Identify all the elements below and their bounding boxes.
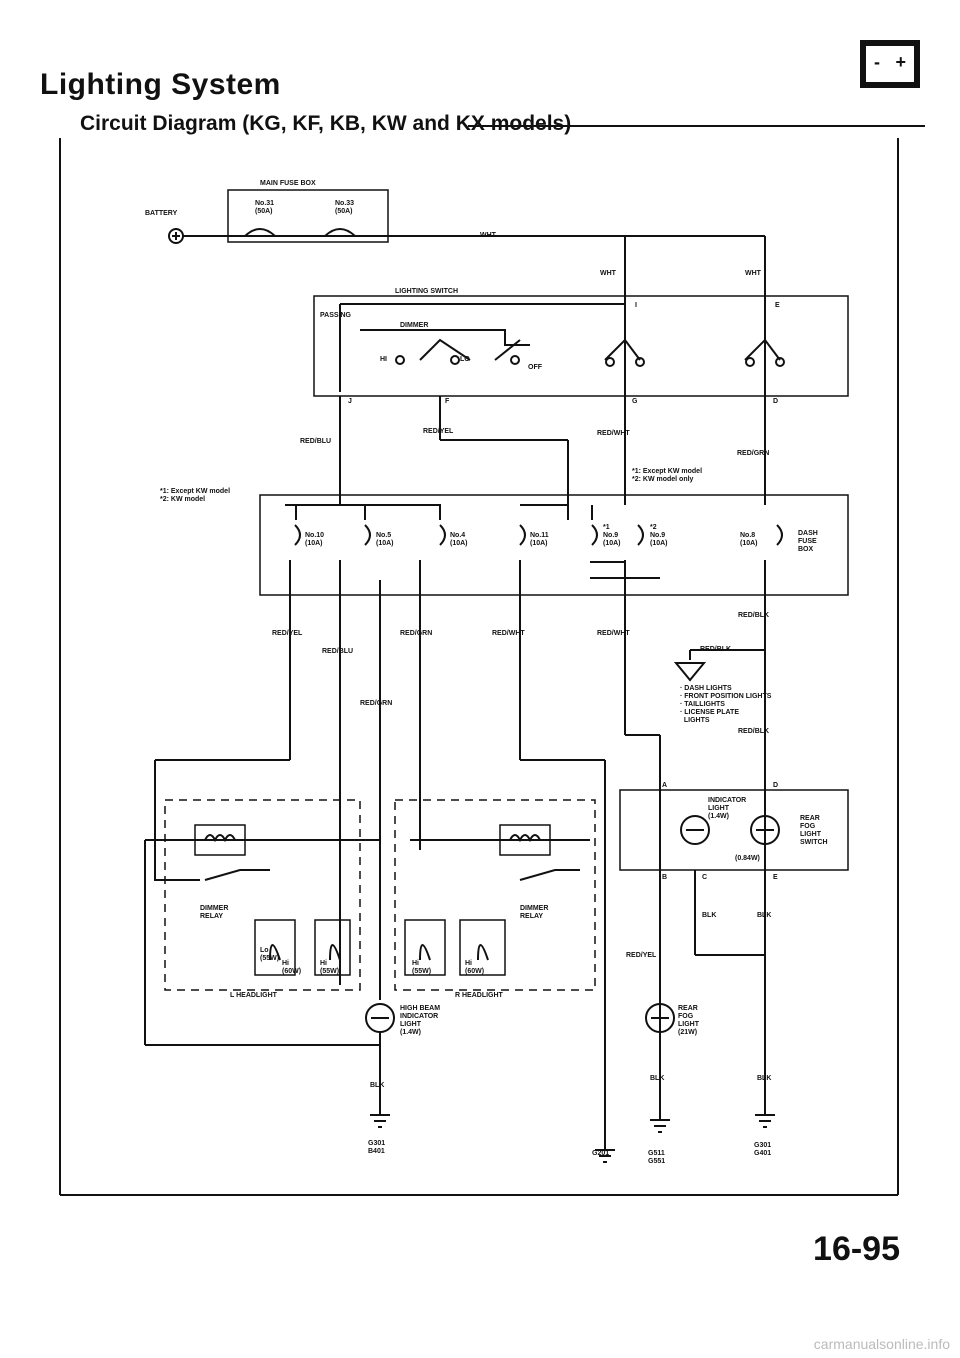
passing-label: PASSING [320,312,351,319]
red-yel-wire-label-3: RED/YEL [626,952,657,959]
fuse-10-label: No.10 (10A) [305,532,325,547]
r-hi-55-label: Hi (55W) [412,960,432,975]
fuse-9b-label: *2 No.9 (10A) [650,524,668,547]
red-yel-wire-label-2: RED/YEL [272,630,303,637]
ground-g511-label: G511 G551 [648,1150,666,1165]
hi-label: HI [380,356,387,363]
terminal-d-label: D [773,398,779,405]
fuse-31-label: No.31 (50A) [255,200,275,215]
page-number: 16-95 [813,1230,900,1268]
blk-wire-label-1: BLK [702,912,717,919]
r-headlight-label: R HEADLIGHT [455,992,503,999]
footer-watermark: carmanualsonline.info [813,1336,950,1352]
rear-fog-light-label: REAR FOG LIGHT (21W) [678,1005,699,1036]
ground-g201-label: G201 [592,1150,610,1157]
red-grn-wire-label-3: RED/GRN [360,700,393,707]
fuse-9a-label: *1 No.9 (10A) [603,524,621,547]
high-beam-indicator-label: HIGH BEAM INDICATOR LIGHT (1.4W) [400,1005,441,1036]
blk-wire-label-4: BLK [650,1075,665,1082]
red-wht-wire-label-3: RED/WHT [597,630,630,637]
terminal-g-label: G [632,398,638,405]
red-wht-wire-label-2: RED/WHT [492,630,525,637]
l-hi-60-label: Hi (60W) [282,960,302,975]
terminal-a-label: A [662,782,668,789]
red-grn-wire-label-2: RED/GRN [400,630,433,637]
blk-wire-label-3: BLK [370,1082,385,1089]
dash-fuse-box-label: DASH FUSE BOX [798,530,818,553]
wht-wire-label-3: WHT [745,270,761,277]
terminal-f-label: F [445,398,450,405]
l-lo-label: Lo (55W) [260,947,280,962]
terminal-e2-label: E [773,874,778,881]
red-blk-wire-label: RED/BLK [738,612,770,619]
fuse-4-label: No.4 (10A) [450,532,468,547]
indicator-light-label: INDICATOR LIGHT (1.4W) [708,797,747,820]
battery-minus-icon: - [874,52,880,72]
fuse-33-label: No.33 (50A) [335,200,355,215]
main-fuse-box-label: MAIN FUSE BOX [260,180,316,187]
blk-wire-label-2: BLK [757,912,772,919]
red-blk-wire-label-2: RED/BLK [738,728,770,735]
w084-label: (0.84W) [735,855,760,862]
r-dimmer-relay-label: DIMMER RELAY [520,905,549,920]
diagram-subtitle: Circuit Diagram (KG, KF, KB, KW and KX m… [80,112,572,135]
red-blu-wire-label-2: RED/BLU [322,648,354,655]
rear-fog-switch-label: REAR FOG LIGHT SWITCH [800,815,828,846]
fuse-11-label: No.11 (10A) [530,532,549,547]
terminal-c-label: C [702,874,708,881]
red-blk-tap-label: RED/BLK [700,646,732,653]
ground-g301-b401-label: G301 B401 [368,1140,386,1155]
red-blu-wire-label: RED/BLU [300,438,332,445]
terminal-i-label: I [635,302,637,309]
red-wht-wire-label: RED/WHT [597,430,630,437]
terminal-j-label: J [348,398,352,405]
off-label: OFF [528,364,542,371]
battery-icon: - + [860,40,920,88]
lights-list-label: · DASH LIGHTS · FRONT POSITION LIGHTS · … [680,685,772,724]
l-headlight-label: L HEADLIGHT [230,992,277,999]
battery-label: BATTERY [145,210,178,217]
dimmer-label: DIMMER [400,322,429,329]
wht-wire-label: WHT [480,232,496,239]
fuse-5-label: No.5 (10A) [376,532,394,547]
terminal-d2-label: D [773,782,779,789]
note-left-label: *1: Except KW model *2: KW model [160,488,231,503]
battery-plus-icon: + [895,52,906,72]
ground-g301-g401-label: G301 G401 [754,1142,772,1157]
note-dash-label: *1: Except KW model *2: KW model only [632,468,703,483]
blk-wire-label-5: BLK [757,1075,772,1082]
red-grn-wire-label: RED/GRN [737,450,770,457]
lo-label: LO [460,356,470,363]
fuse-8-label: No.8 (10A) [740,532,758,547]
page-title: Lighting System [40,68,281,101]
l-hi-55-label: Hi (55W) [320,960,340,975]
r-hi-60-label: Hi (60W) [465,960,485,975]
red-yel-wire-label: RED/YEL [423,428,454,435]
terminal-b-label: B [662,874,668,881]
wht-wire-label-2: WHT [600,270,616,277]
l-dimmer-relay-label: DIMMER RELAY [200,905,229,920]
terminal-e-label: E [775,302,780,309]
lighting-switch-label: LIGHTING SWITCH [395,288,458,295]
